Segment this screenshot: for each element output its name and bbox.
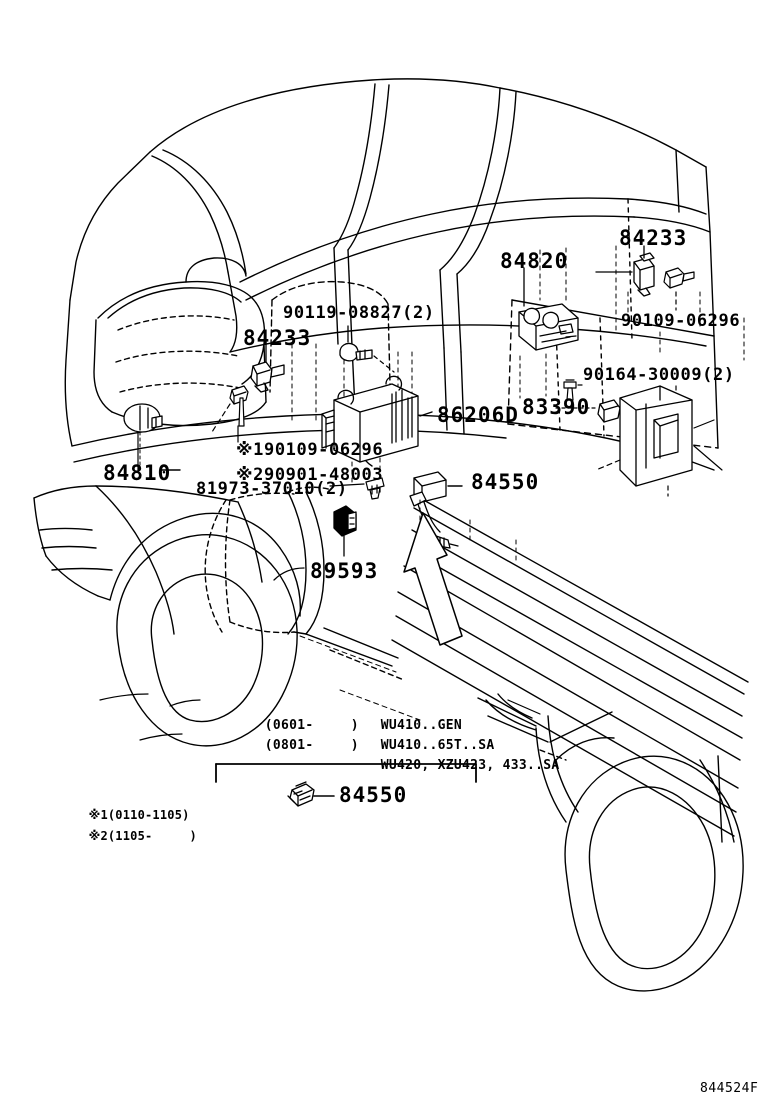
part-label-84550-lower: 84550	[339, 783, 408, 807]
part-label-86206D: 86206D	[437, 403, 519, 427]
reference-mark-icon: ※	[236, 465, 254, 485]
part-label-84233-left: 84233	[243, 326, 312, 350]
reference-index: 2	[253, 465, 264, 485]
part-label-90109-06296-left: ※190109-06296	[171, 425, 383, 476]
part-label-84810: 84810	[103, 461, 172, 485]
part-label-84820: 84820	[500, 249, 569, 273]
applicability-row-2: (0801-) WU410..65T..SA	[216, 726, 495, 765]
footnote-2: ※2(1105- )	[44, 818, 197, 854]
reference-mark-icon: ※	[88, 808, 101, 822]
part-label-83390: 83390	[522, 395, 591, 419]
applicability-range-2: (0801-	[264, 738, 314, 753]
footnote-index-2: 2	[100, 829, 108, 843]
applicability-close-2: )	[350, 738, 359, 753]
part-label-84550-upper: 84550	[471, 470, 540, 494]
applicability-range-1: (0601-	[264, 718, 314, 733]
applicability-models-3: WU420, XZU423, 433..SA	[380, 758, 560, 773]
applicability-close-1: )	[350, 718, 359, 733]
applicability-models-1: WU410..GEN	[380, 718, 463, 733]
part-number: 90109-06296	[264, 440, 384, 460]
reference-mark-icon: ※	[88, 829, 101, 843]
part-number: 90901-48003	[264, 465, 384, 485]
applicability-row-1: (0601-) WU410..GEN	[216, 706, 462, 745]
reference-mark-icon: ※	[236, 440, 254, 460]
part-label-89593: 89593	[310, 559, 379, 583]
footnote-index-1: 1	[100, 808, 108, 822]
sheet-code: 844524F	[700, 1081, 759, 1096]
part-label-81973-37010: 81973-37010(2)	[196, 479, 348, 499]
reference-index: 1	[253, 440, 264, 460]
footnote-text-2: (1105- )	[107, 829, 197, 843]
part-label-90901-48003: ※290901-48003	[171, 450, 383, 501]
applicability-row-3: WU420, XZU423, 433..SA	[216, 746, 560, 785]
part-label-90164-30009: 90164-30009(2)	[583, 365, 735, 385]
part-label-90119-08827: 90119-08827(2)	[283, 303, 435, 323]
applicability-models-2: WU410..65T..SA	[380, 738, 495, 753]
footnote-text-1: (0110-1105)	[107, 808, 190, 822]
footnote-1: ※1(0110-1105)	[44, 797, 190, 833]
part-label-84233-right: 84233	[619, 226, 688, 250]
part-label-90109-06296-right: 90109-06296	[621, 311, 741, 331]
